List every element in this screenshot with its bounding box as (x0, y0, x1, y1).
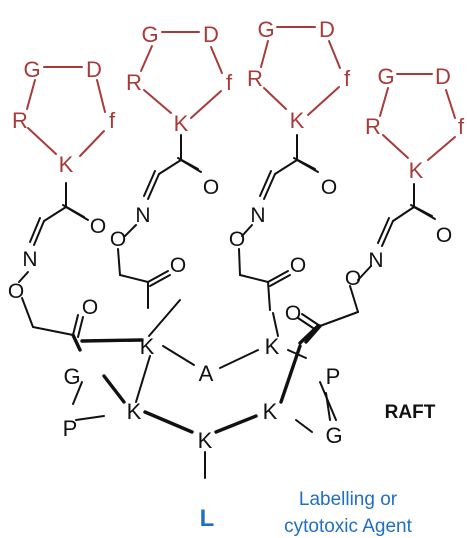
ring-1-labels: G D R f K (12, 57, 116, 177)
residue-r: R (247, 66, 263, 91)
raft-scaffold-bonds (71, 299, 337, 479)
carbonyl-oxygen: O (90, 215, 106, 238)
peptide-ring-2 (140, 31, 223, 119)
residue-f: f (344, 66, 351, 91)
residue-a: A (199, 361, 214, 386)
residue-p: P (63, 416, 78, 441)
carbonyl-oxygen: O (82, 296, 98, 319)
ring-3-labels: G D R f K (247, 17, 351, 133)
residue-k: K (59, 152, 74, 177)
residue-k: K (290, 108, 305, 133)
agent-label-line-1: Labelling or (299, 489, 398, 510)
residue-d: D (435, 64, 451, 89)
residue-r: R (12, 108, 28, 133)
residue-d: D (319, 17, 335, 42)
linker-2 (117, 134, 202, 309)
agent-label-line-2: cytotoxic Agent (284, 516, 413, 537)
residue-k: K (263, 399, 278, 424)
carbonyl-oxygen: O (203, 176, 219, 199)
oxime-oxygen: O (345, 267, 361, 290)
oxime-nitrogen: N (250, 204, 265, 227)
residue-k: K (174, 111, 189, 136)
peptide-ring-3 (260, 26, 341, 116)
residue-r: R (365, 114, 381, 139)
residue-p: P (326, 364, 341, 389)
residue-f: f (109, 108, 116, 133)
residue-k: K (127, 399, 142, 424)
raft-label: RAFT (385, 402, 436, 423)
residue-g: G (325, 423, 342, 448)
peptide-ring-4 (379, 73, 456, 161)
peptide-ring-1 (26, 66, 106, 157)
linker-atoms: O N O O O N O O O N O O O N O O (8, 176, 452, 325)
residue-g: G (63, 364, 80, 389)
oxime-oxygen: O (229, 228, 245, 251)
scaffold-residues: K A K G P P K K K G (63, 334, 343, 453)
carbonyl-oxygen: O (170, 254, 186, 277)
oxime-nitrogen: N (368, 249, 383, 272)
residue-k: K (198, 428, 213, 453)
oxime-nitrogen: N (135, 204, 150, 227)
oxime-nitrogen: N (22, 248, 37, 271)
ring-2-labels: G D R f K (126, 22, 233, 136)
carbonyl-oxygen: O (285, 302, 301, 325)
residue-d: D (203, 22, 219, 47)
residue-g: G (377, 64, 394, 89)
oxime-oxygen: O (110, 228, 126, 251)
linker-1 (18, 182, 89, 338)
carbonyl-oxygen: O (290, 254, 306, 277)
residue-r: R (126, 70, 142, 95)
residue-g: G (23, 57, 40, 82)
residue-k: K (140, 334, 155, 359)
carbonyl-oxygen: O (436, 224, 452, 247)
label-l: L (200, 505, 215, 532)
residue-f: f (226, 70, 233, 95)
residue-g: G (141, 22, 158, 47)
residue-g: G (257, 17, 274, 42)
residue-f: f (458, 114, 465, 139)
oxime-oxygen: O (8, 280, 24, 303)
ring-4-labels: G D R f K (365, 64, 465, 183)
linker-3 (238, 134, 319, 311)
linker-4 (297, 183, 436, 331)
residue-d: D (86, 57, 102, 82)
residue-k: K (265, 334, 280, 359)
residue-k: K (409, 158, 424, 183)
carbonyl-oxygen: O (321, 176, 337, 199)
